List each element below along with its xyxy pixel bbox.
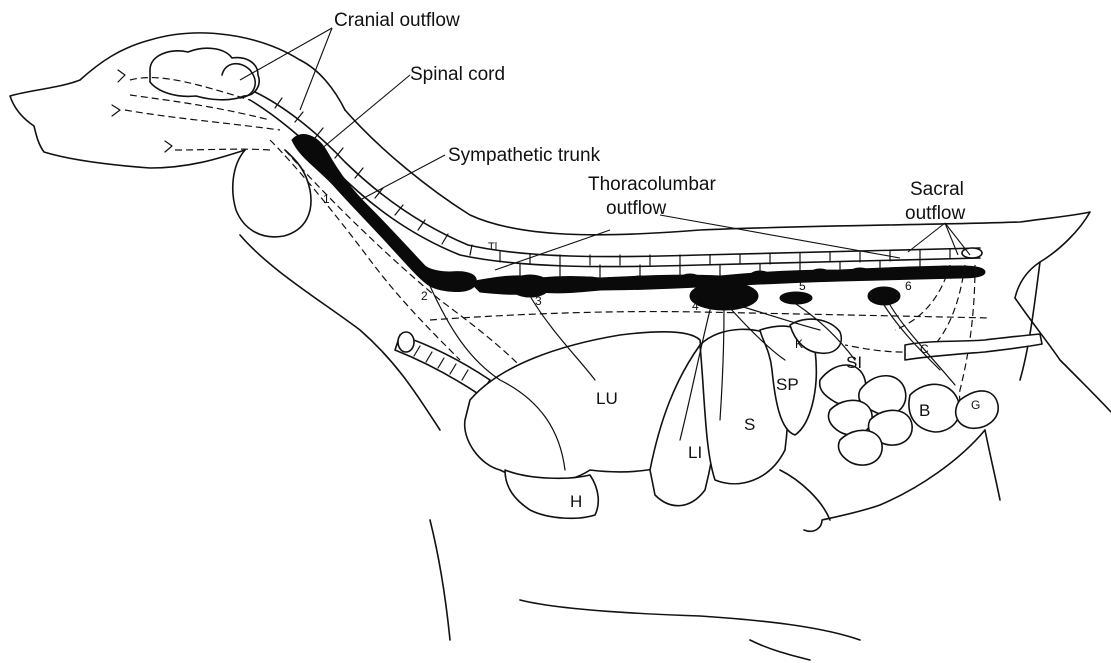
stomach-label: S (744, 415, 755, 434)
thoracolumbar-label-line2: outflow (606, 198, 666, 219)
lungs-label: LU (596, 389, 618, 408)
ganglion-3-label: 3 (535, 294, 542, 308)
ganglion-4-label: 4 (692, 299, 699, 313)
cranial-outflow-label: Cranial outflow (334, 10, 460, 31)
kidney-label: K (795, 337, 803, 351)
genitals-label: G (971, 398, 980, 412)
sympathetic-trunk-label: Sympathetic trunk (448, 145, 601, 166)
ganglion-1-label: 1 (323, 192, 330, 206)
heart-label: H (570, 492, 582, 511)
tl-marker-label: Tl (488, 241, 497, 253)
ganglion-2-label: 2 (421, 289, 428, 303)
colon-label: C (920, 342, 929, 356)
small-intestine (820, 365, 912, 465)
brain (150, 48, 259, 100)
ganglion-6-label: 6 (905, 279, 912, 293)
sacral-label-line2: outflow (905, 203, 965, 224)
small-intestine-label: SI (846, 353, 862, 372)
liver-label: LI (688, 443, 702, 462)
bladder (909, 384, 960, 432)
sacral-label-line1: Sacral (910, 179, 964, 200)
thoracolumbar-label-line1: Thoracolumbar (588, 174, 716, 195)
ganglion-5-label: 5 (799, 279, 806, 293)
spleen-label: SP (776, 375, 799, 394)
bladder-label: B (919, 401, 930, 420)
spinal-cord-label: Spinal cord (410, 64, 505, 85)
